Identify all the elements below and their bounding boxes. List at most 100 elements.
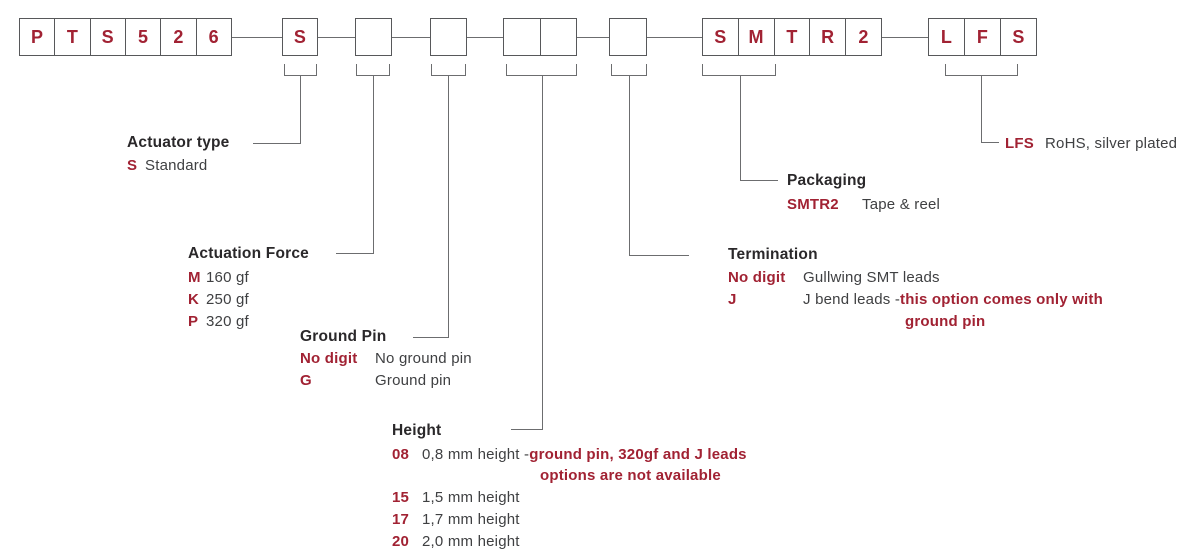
height-cell-blank bbox=[541, 19, 577, 55]
actuator-type-title: Actuator type bbox=[127, 134, 230, 151]
option-desc: J bend leads - bbox=[803, 291, 901, 308]
connector-line bbox=[392, 37, 430, 38]
height-title: Height bbox=[392, 422, 442, 439]
termination-box bbox=[609, 18, 647, 56]
actuation-force-title: Actuation Force bbox=[188, 245, 309, 262]
option-code: No digit bbox=[300, 350, 358, 367]
bracket-plating bbox=[945, 64, 1018, 76]
prefix-cell: 6 bbox=[208, 26, 219, 47]
prefix-cell: P bbox=[20, 19, 56, 55]
plating-row: LFS RoHS, silver plated bbox=[1005, 135, 1177, 153]
force-row: M 160 gf bbox=[188, 269, 249, 287]
bracket-packaging bbox=[702, 64, 776, 76]
height-row: 17 1,7 mm height bbox=[392, 511, 520, 529]
leader-line bbox=[740, 180, 778, 181]
connector-line bbox=[318, 37, 355, 38]
option-code: P bbox=[188, 313, 199, 330]
option-code: 08 bbox=[392, 446, 410, 463]
force-row: P 320 gf bbox=[188, 313, 249, 331]
termination-title: Termination bbox=[728, 246, 818, 263]
bracket-ground bbox=[431, 64, 466, 76]
option-code: K bbox=[188, 291, 200, 308]
option-desc: Ground pin bbox=[375, 372, 452, 389]
actuator-cell: S bbox=[293, 26, 307, 47]
height-row: 20 2,0 mm height bbox=[392, 533, 520, 551]
connector-line bbox=[882, 37, 928, 38]
option-desc: RoHS, silver plated bbox=[1045, 135, 1178, 152]
leader-line bbox=[253, 143, 301, 144]
option-warning: this option comes only with bbox=[900, 291, 1103, 308]
series-prefix-box: P T S 5 2 6 bbox=[19, 18, 232, 56]
packaging-title: Packaging bbox=[787, 172, 867, 189]
option-desc: Standard bbox=[145, 157, 208, 174]
connector-line bbox=[467, 37, 503, 38]
option-code: LFS bbox=[1005, 135, 1034, 152]
prefix-cell: T bbox=[55, 19, 91, 55]
option-warning: ground pin, 320gf and J leads bbox=[529, 446, 747, 463]
leader-line bbox=[413, 337, 449, 338]
bracket-force bbox=[356, 64, 390, 76]
bracket-height bbox=[506, 64, 577, 76]
plating-box: L F S bbox=[928, 18, 1037, 56]
ground-row: G Ground pin bbox=[300, 372, 451, 390]
option-code: 15 bbox=[392, 489, 410, 506]
option-desc: 250 gf bbox=[206, 291, 249, 308]
leader-line bbox=[542, 76, 543, 429]
height-box bbox=[503, 18, 577, 56]
packaging-cell: S bbox=[703, 19, 739, 55]
leader-line bbox=[981, 142, 999, 143]
option-warning: ground pin bbox=[905, 313, 986, 330]
packaging-cell: 2 bbox=[858, 26, 869, 47]
connector-line bbox=[232, 37, 282, 38]
leader-line bbox=[373, 76, 374, 253]
leader-line bbox=[981, 76, 982, 142]
force-row: K 250 gf bbox=[188, 291, 249, 309]
option-desc: 2,0 mm height bbox=[422, 533, 520, 550]
option-code: SMTR2 bbox=[787, 196, 839, 213]
prefix-cell: 2 bbox=[161, 19, 197, 55]
packaging-cell: T bbox=[775, 19, 811, 55]
option-code: M bbox=[188, 269, 201, 286]
plating-cell: F bbox=[965, 19, 1001, 55]
termination-cell-blank bbox=[610, 19, 646, 55]
prefix-cell: 5 bbox=[126, 19, 162, 55]
packaging-cell: M bbox=[739, 19, 775, 55]
option-desc: 1,5 mm height bbox=[422, 489, 520, 506]
height-cell-blank bbox=[504, 19, 541, 55]
bracket-termination bbox=[611, 64, 647, 76]
termination-row: J J bend leads - this option comes only … bbox=[728, 291, 1103, 309]
connector-line bbox=[647, 37, 702, 38]
option-code: G bbox=[300, 372, 312, 389]
height-row: 08 0,8 mm height - ground pin, 320gf and… bbox=[392, 446, 747, 464]
actuator-type-box: S bbox=[282, 18, 318, 56]
height-row: 15 1,5 mm height bbox=[392, 489, 520, 507]
option-code: 17 bbox=[392, 511, 410, 528]
actuator-type-row: S Standard bbox=[127, 157, 207, 175]
option-desc: Tape & reel bbox=[862, 196, 941, 213]
ground-cell-blank bbox=[431, 19, 466, 55]
leader-line bbox=[740, 76, 741, 180]
connector-line bbox=[577, 37, 609, 38]
prefix-cell: S bbox=[91, 19, 126, 55]
bracket-actuator bbox=[284, 64, 317, 76]
ground-row: No digit No ground pin bbox=[300, 350, 472, 368]
actuation-force-box bbox=[355, 18, 392, 56]
leader-line bbox=[300, 76, 301, 143]
leader-line bbox=[448, 76, 449, 337]
option-code: J bbox=[728, 291, 737, 308]
leader-line bbox=[511, 429, 543, 430]
option-code: 20 bbox=[392, 533, 410, 550]
option-desc: 160 gf bbox=[206, 269, 249, 286]
option-desc: 1,7 mm height bbox=[422, 511, 520, 528]
force-cell-blank bbox=[356, 19, 391, 55]
packaging-box: S M T R 2 bbox=[702, 18, 882, 56]
packaging-cell: R bbox=[810, 19, 847, 55]
packaging-row: SMTR2 Tape & reel bbox=[787, 196, 940, 214]
option-desc: Gullwing SMT leads bbox=[803, 269, 940, 286]
plating-cell: S bbox=[1012, 26, 1025, 47]
option-desc: No ground pin bbox=[375, 350, 472, 367]
ground-pin-title: Ground Pin bbox=[300, 328, 387, 345]
option-code: No digit bbox=[728, 269, 786, 286]
option-code: S bbox=[127, 157, 138, 174]
